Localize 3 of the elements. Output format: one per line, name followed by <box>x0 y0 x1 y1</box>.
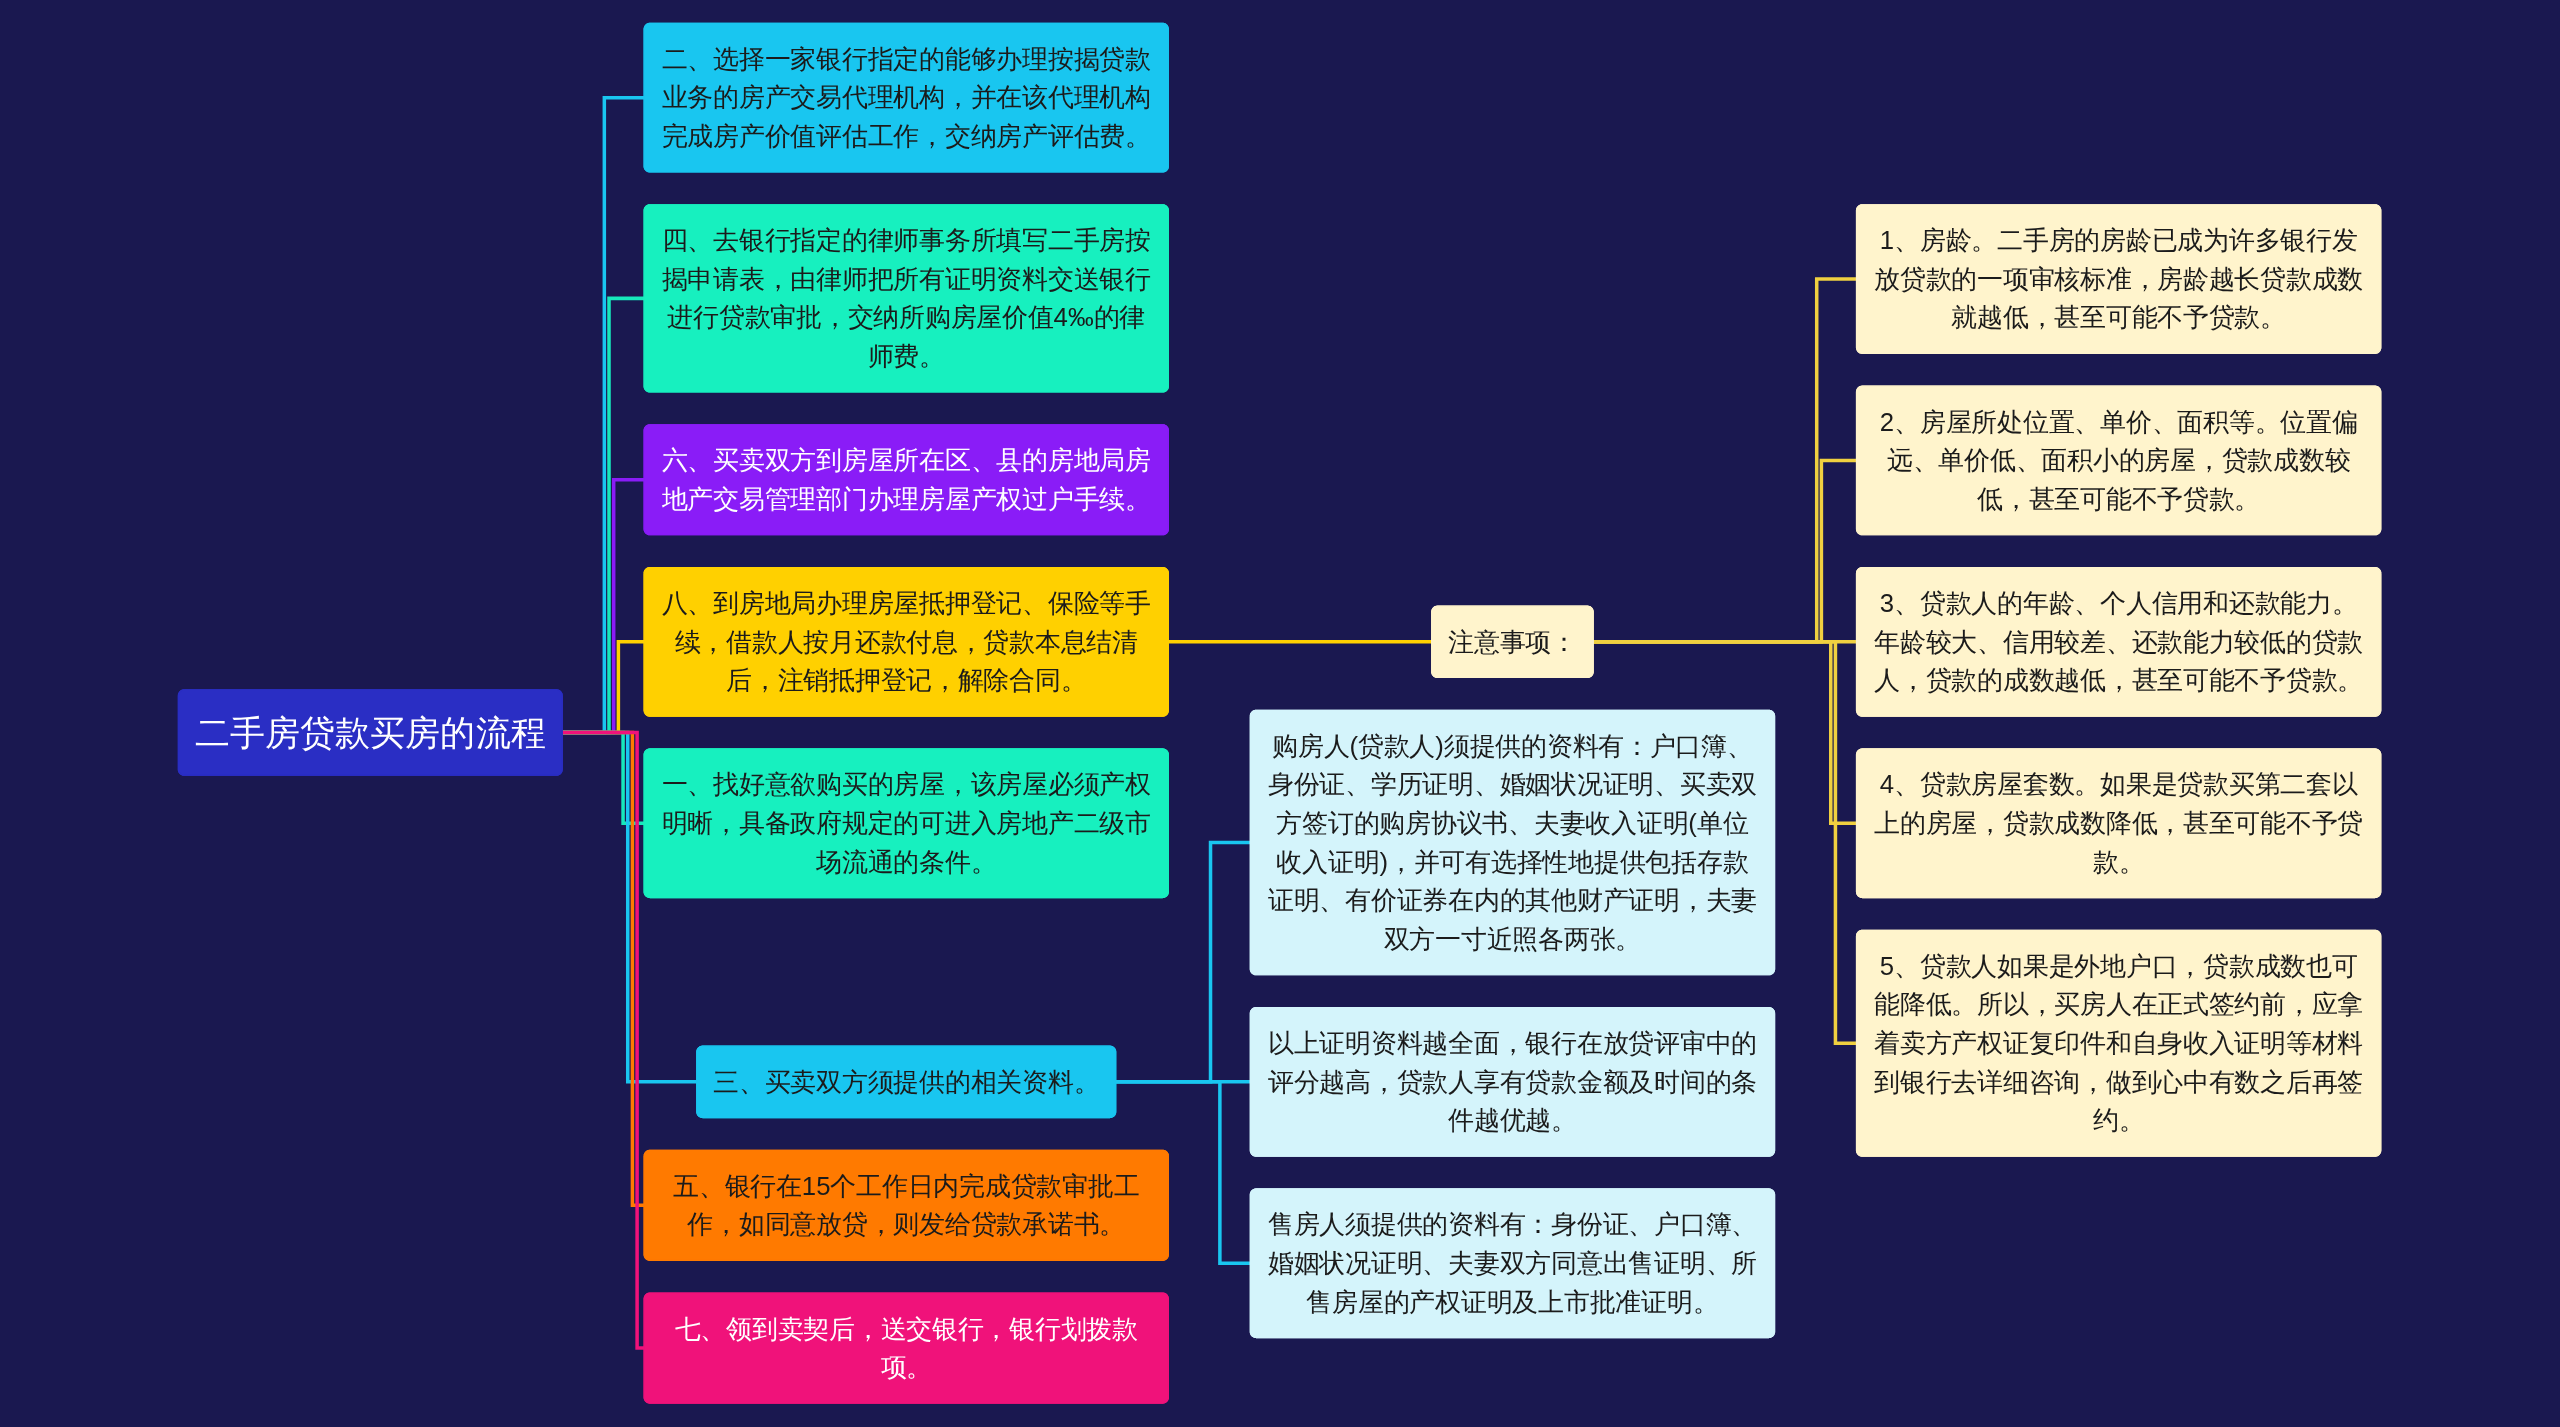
connector <box>1593 640 1857 1046</box>
connector <box>1168 640 1433 644</box>
connector <box>1116 1080 1251 1266</box>
